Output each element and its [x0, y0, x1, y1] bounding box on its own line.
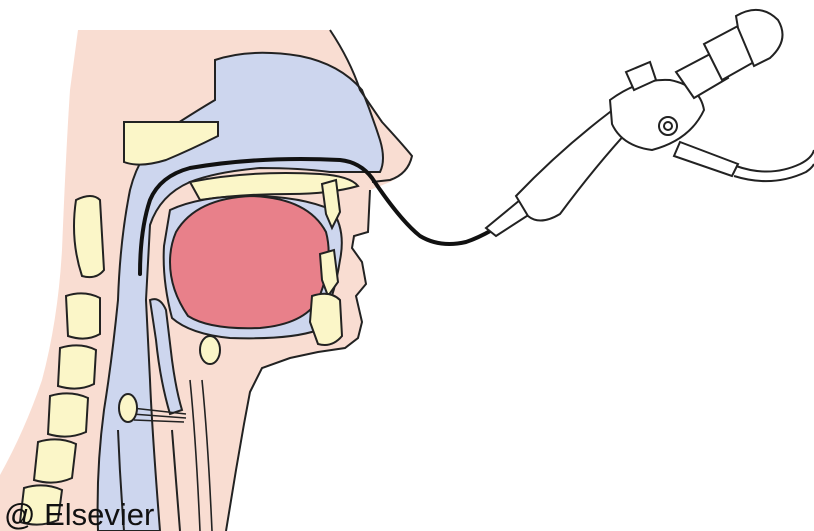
light-cable: [734, 150, 814, 181]
copyright-credit: @ Elsevier: [4, 499, 154, 531]
vertebra-c3: [58, 345, 96, 388]
thyroid-cartilage: [119, 394, 137, 422]
endoscope-handle: [486, 10, 783, 236]
tongue: [170, 196, 329, 328]
vertebra-c4: [48, 393, 88, 436]
vertebra-c1: [74, 196, 104, 277]
vertebra-c2: [66, 293, 100, 338]
hyoid-bone: [200, 336, 220, 364]
vertebra-c5: [34, 439, 76, 482]
light-cable-connector: [674, 142, 738, 176]
mandible-bone: [310, 294, 342, 345]
control-knob-center: [664, 122, 672, 130]
